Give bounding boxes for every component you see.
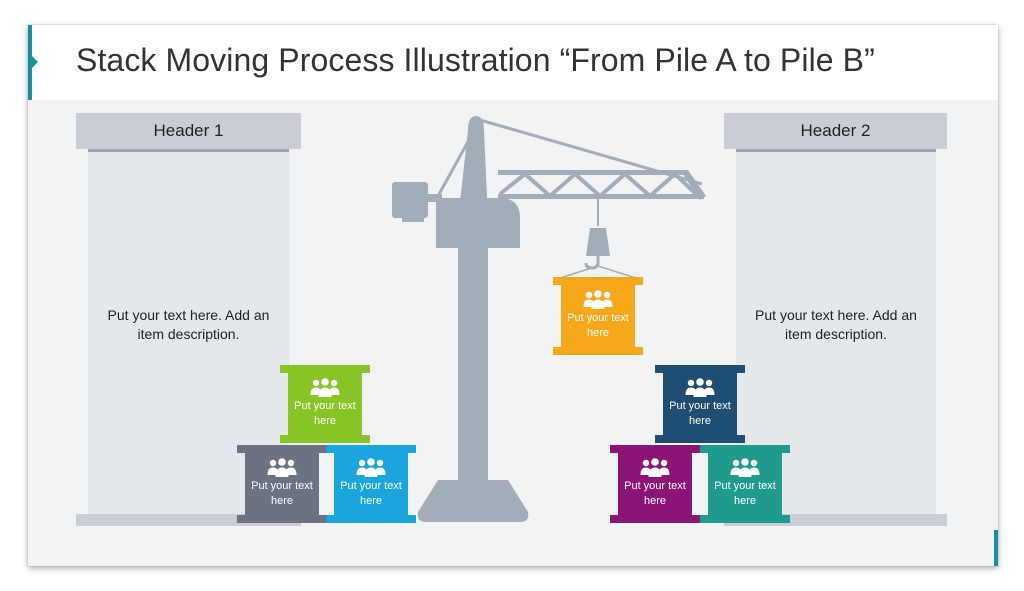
box-label: Put your text here <box>669 400 731 427</box>
box-body: Put your text here <box>618 453 692 515</box>
pile-a-box-bottom-right[interactable]: Put your text here <box>326 445 416 523</box>
box-label: Put your text here <box>714 480 776 507</box>
pile-a-description: Put your text here. Add an item descript… <box>107 307 270 342</box>
box-body: Put your text here <box>334 453 408 515</box>
box-bottom-flange <box>553 347 643 355</box>
team-icon <box>583 290 613 309</box>
box-label: Put your text here <box>251 480 313 507</box>
team-icon <box>685 378 715 397</box>
accent-bar-right <box>994 530 998 566</box>
box-top-flange <box>553 277 643 285</box>
pile-b-description: Put your text here. Add an item descript… <box>755 307 917 342</box>
accent-bar-left <box>28 25 32 100</box>
box-label: Put your text here <box>340 480 402 507</box>
box-bottom-flange <box>237 515 327 523</box>
team-icon <box>310 378 340 397</box>
box-bottom-flange <box>280 435 370 443</box>
box-body: Put your text here <box>708 453 782 515</box>
pile-b-box-top[interactable]: Put your text here <box>655 365 745 443</box>
header-1: Header 1 <box>76 113 301 149</box>
box-label: Put your text here <box>624 480 686 507</box>
box-body: Put your text here <box>245 453 319 515</box>
header-2-underline <box>736 149 936 152</box>
pile-a-box-top[interactable]: Put your text here <box>280 365 370 443</box>
box-label: Put your text here <box>294 400 356 427</box>
header-2-label: Header 2 <box>800 121 871 140</box>
box-label: Put your text here <box>567 312 629 339</box>
accent-arrow-icon <box>32 56 38 68</box>
box-top-flange <box>655 365 745 373</box>
box-bottom-flange <box>655 435 745 443</box>
box-top-flange <box>280 365 370 373</box>
box-body: Put your text here <box>663 373 737 435</box>
pile-a-box-bottom-left[interactable]: Put your text here <box>237 445 327 523</box>
box-bottom-flange <box>700 515 790 523</box>
box-top-flange <box>610 445 700 453</box>
team-icon <box>356 458 386 477</box>
box-body: Put your text here <box>288 373 362 435</box>
header-2: Header 2 <box>724 113 947 149</box>
slide-title: Stack Moving Process Illustration “From … <box>76 42 875 78</box>
header-1-label: Header 1 <box>153 121 224 140</box>
box-top-flange <box>326 445 416 453</box>
crane-load-box[interactable]: Put your text here <box>553 277 643 355</box>
box-top-flange <box>237 445 327 453</box>
box-bottom-flange <box>610 515 700 523</box>
crane-icon <box>392 116 706 522</box>
team-icon <box>730 458 760 477</box>
team-icon <box>640 458 670 477</box>
box-body: Put your text here <box>561 285 635 347</box>
header-1-underline <box>88 149 289 152</box>
pile-b-box-bottom-right[interactable]: Put your text here <box>700 445 790 523</box>
box-bottom-flange <box>326 515 416 523</box>
team-icon <box>267 458 297 477</box>
pile-b-box-bottom-left[interactable]: Put your text here <box>610 445 700 523</box>
box-top-flange <box>700 445 790 453</box>
